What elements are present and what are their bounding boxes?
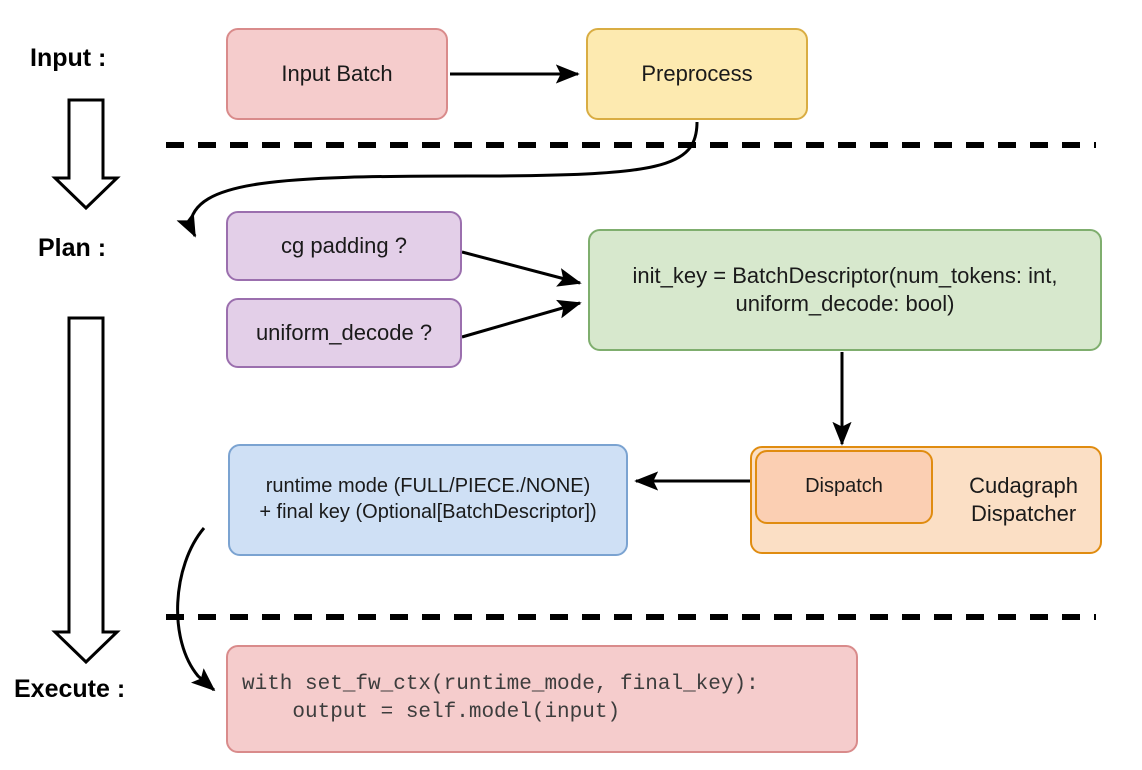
node-init-key-line2: uniform_decode: bool) (735, 291, 955, 316)
node-input-batch[interactable]: Input Batch (226, 28, 448, 120)
node-runtime-mode-label: runtime mode (FULL/PIECE./NONE) + final … (259, 474, 596, 525)
connector-cg-padding-to-init-key (461, 250, 582, 287)
node-cudagraph-dispatcher-line2: Dispatcher (970, 501, 1077, 526)
node-init-key-line1: init_key = BatchDescriptor(num_tokens: i… (632, 262, 1058, 288)
node-runtime-mode-line2: + final key (Optional[BatchDescriptor]) (259, 501, 597, 523)
stage-label-execute: Execute : (14, 675, 126, 703)
node-preprocess-label: Preprocess (641, 60, 753, 86)
stage-arrow-plan-to-execute (51, 316, 121, 665)
node-cudagraph-dispatcher-line1: Cudagraph (969, 472, 1078, 498)
node-cg-padding-label: cg padding ? (281, 232, 407, 258)
node-runtime-mode[interactable]: runtime mode (FULL/PIECE./NONE) + final … (228, 444, 628, 556)
node-init-key-label: init_key = BatchDescriptor(num_tokens: i… (633, 262, 1058, 318)
node-uniform-decode[interactable]: uniform_decode ? (226, 298, 462, 368)
node-cudagraph-dispatcher-label: Cudagraph Dispatcher (969, 472, 1078, 528)
node-execute-code-line1: with set_fw_ctx(runtime_mode, final_key)… (242, 672, 759, 696)
node-init-key[interactable]: init_key = BatchDescriptor(num_tokens: i… (588, 229, 1102, 351)
node-uniform-decode-label: uniform_decode ? (255, 319, 433, 345)
stage-arrow-input-to-plan (51, 98, 121, 211)
stage-label-plan: Plan : (38, 234, 107, 262)
node-preprocess[interactable]: Preprocess (586, 28, 808, 120)
node-input-batch-label: Input Batch (281, 60, 393, 86)
node-execute-code-label: with set_fw_ctx(runtime_mode, final_key)… (242, 671, 759, 728)
node-dispatch[interactable]: Dispatch (755, 450, 933, 524)
stage-label-input: Input : (30, 44, 107, 72)
node-dispatch-label: Dispatch (805, 475, 883, 498)
node-execute-code[interactable]: with set_fw_ctx(runtime_mode, final_key)… (226, 645, 858, 753)
connector-uniform-decode-to-init-key (461, 299, 582, 339)
connector-runtime-mode-to-execute-code (176, 527, 216, 692)
node-execute-code-line2: output = self.model(input) (242, 701, 621, 724)
node-runtime-mode-line1: runtime mode (FULL/PIECE./NONE) (265, 475, 591, 498)
node-cg-padding[interactable]: cg padding ? (226, 211, 462, 281)
